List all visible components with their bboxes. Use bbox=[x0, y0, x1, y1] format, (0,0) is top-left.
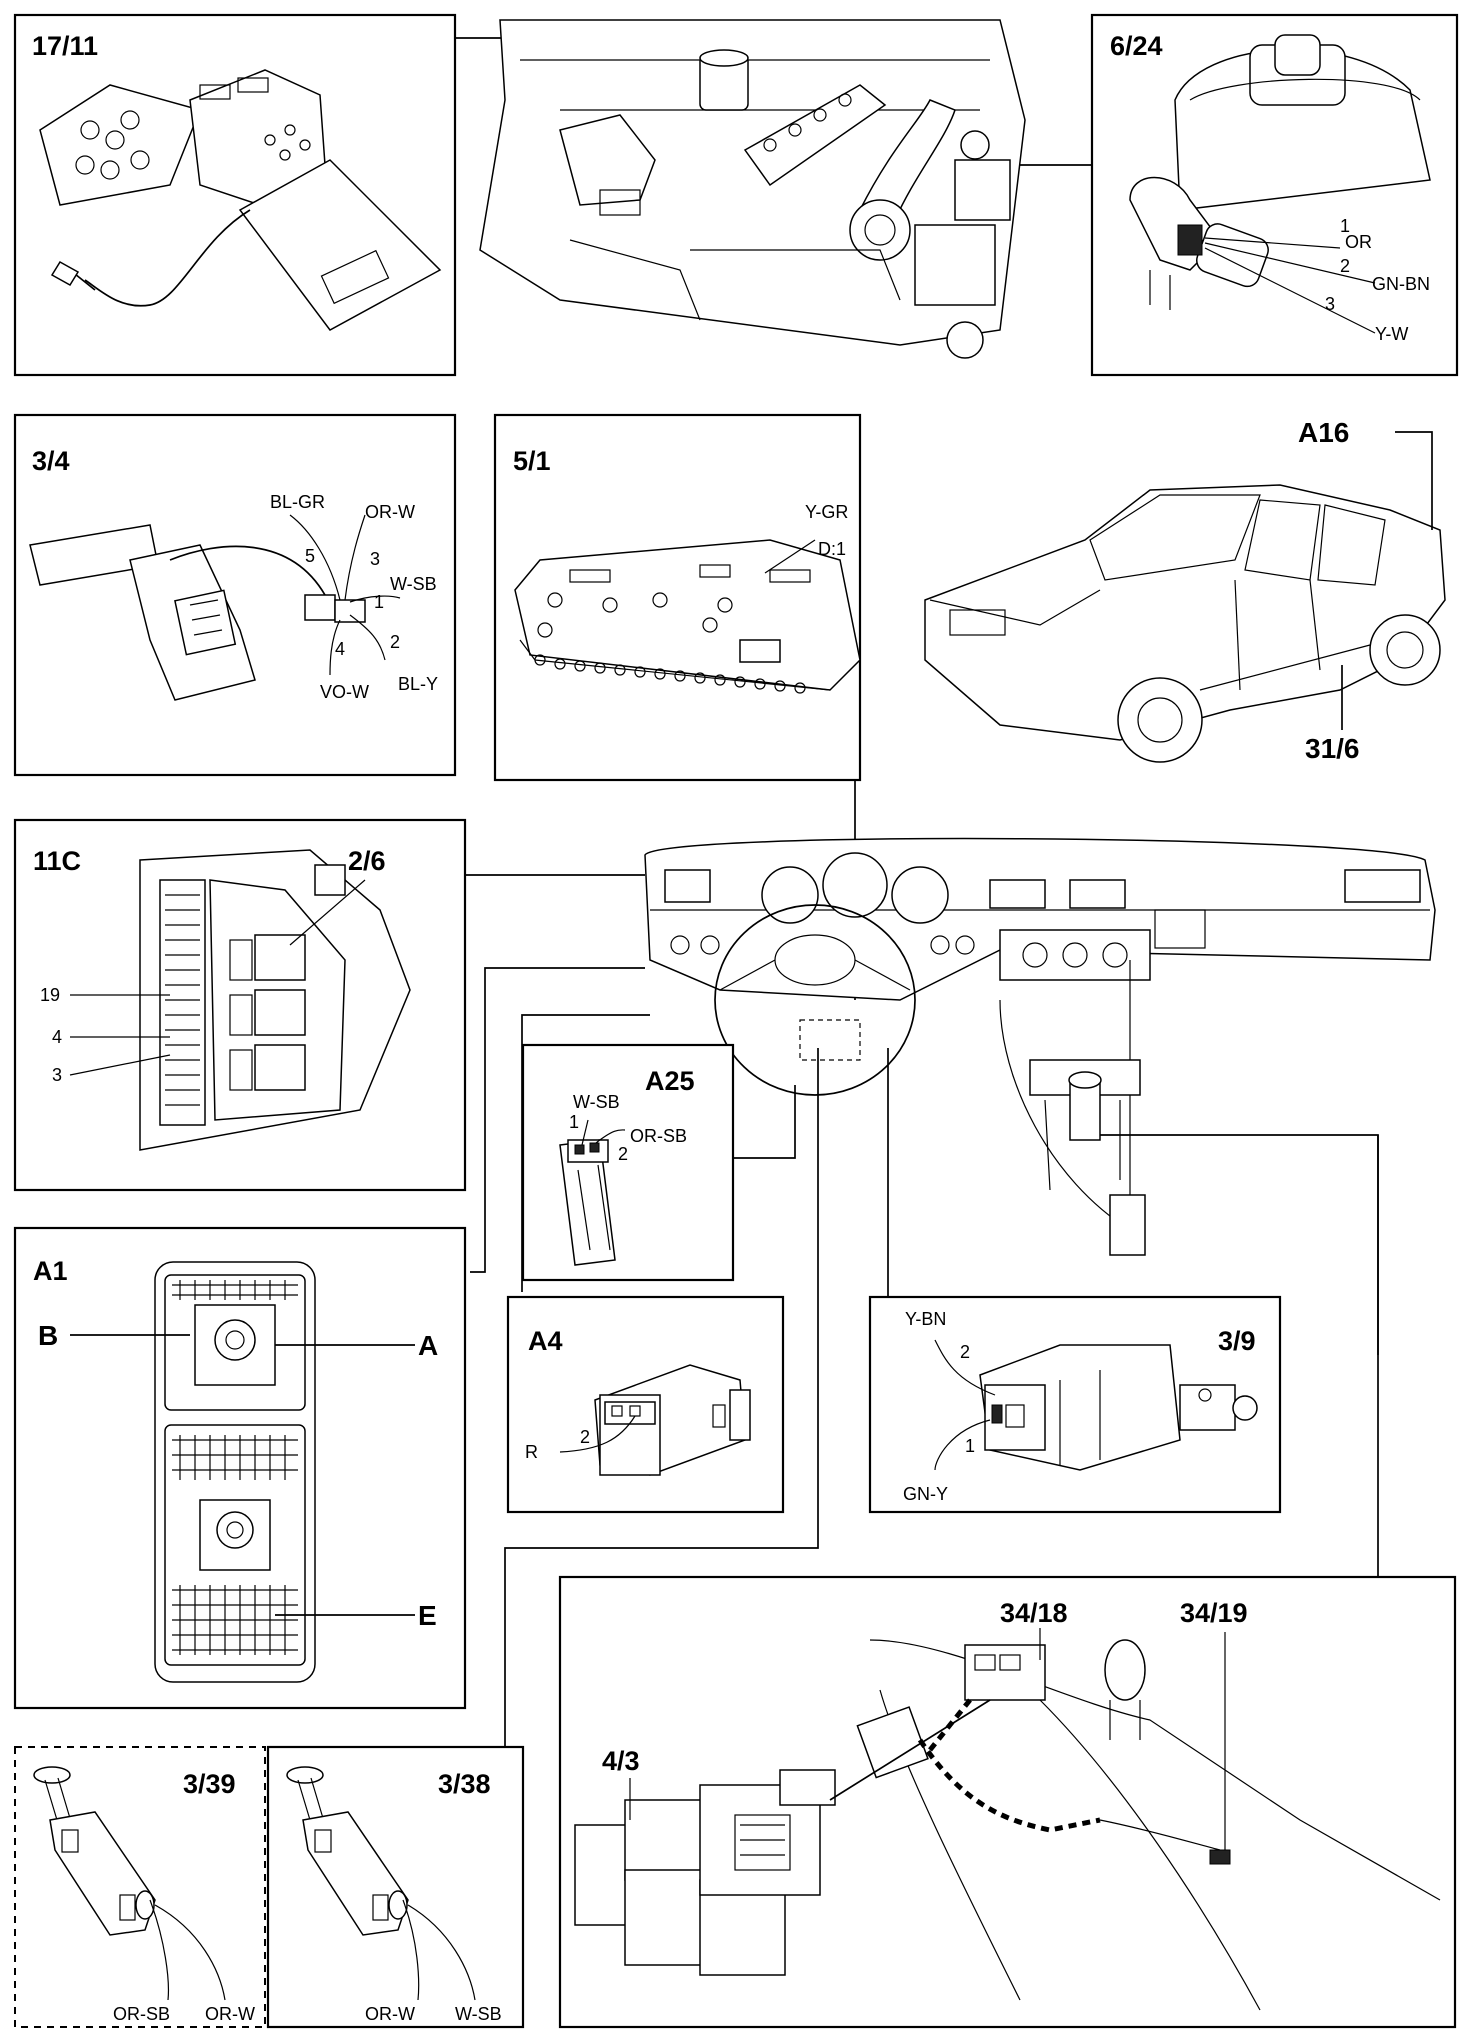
wire-or-w: OR-W bbox=[365, 502, 415, 522]
panel-title: 3/9 bbox=[1218, 1326, 1256, 1356]
pin-4: 4 bbox=[335, 639, 345, 659]
car-illustration bbox=[924, 484, 1446, 763]
panel-11c: 11C 2/6 19 4 3 bbox=[13, 818, 467, 1192]
panel-title: 6/24 bbox=[1110, 31, 1163, 61]
wire-color-or: OR bbox=[1345, 232, 1372, 252]
panel-title-4-3: 4/3 bbox=[602, 1746, 640, 1776]
wire-w-sb: W-SB bbox=[390, 574, 437, 594]
pin-5: 5 bbox=[305, 546, 315, 566]
fuse-19: 19 bbox=[40, 985, 60, 1005]
wire-2 bbox=[1204, 242, 1376, 284]
connector-d1: D:1 bbox=[818, 539, 846, 559]
a25-connector-illustration bbox=[559, 1139, 616, 1266]
engine-bay-illustration bbox=[479, 19, 1026, 359]
panel-title: 17/11 bbox=[32, 31, 98, 61]
panel-6-24: 6/24 1 OR 2 GN-BN 3 Y-W bbox=[1090, 13, 1459, 377]
fuse-3: 3 bbox=[52, 1065, 62, 1085]
wire-y-bn: Y-BN bbox=[905, 1309, 946, 1329]
pin-1: 1 bbox=[965, 1436, 975, 1456]
wire-r: R bbox=[525, 1442, 538, 1462]
wire-w-sb: W-SB bbox=[455, 2004, 502, 2024]
instrument-cluster-illustration bbox=[514, 539, 861, 694]
pin-2: 2 bbox=[618, 1144, 628, 1164]
panel-title: A4 bbox=[528, 1326, 563, 1356]
panel-title-34-19: 34/19 bbox=[1180, 1598, 1248, 1628]
pin-group-e: E bbox=[418, 1600, 437, 1631]
wire-1 bbox=[1204, 237, 1341, 249]
panel-title-2-6: 2/6 bbox=[348, 846, 386, 876]
switch-3-38-illustration bbox=[286, 1766, 409, 1936]
panel-title: A1 bbox=[33, 1256, 68, 1286]
panel-3-4: 3/4 BL-GR OR-W W-SB BL-Y VO-W 5 3 1 2 4 bbox=[13, 413, 457, 777]
wire-or-w: OR-W bbox=[205, 2004, 255, 2024]
distributor-illustration bbox=[1129, 34, 1431, 310]
fuse-4: 4 bbox=[52, 1027, 62, 1047]
panel-3-39: 3/39 OR-SB OR-W bbox=[14, 1746, 266, 2028]
relay-bracket-illustration bbox=[39, 69, 442, 331]
console-illustration bbox=[574, 1639, 1441, 2011]
wire-or-sb: OR-SB bbox=[113, 2004, 170, 2024]
panel-title: 5/1 bbox=[513, 446, 551, 476]
panel-a25: A25 W-SB 1 OR-SB 2 bbox=[521, 1043, 735, 1282]
panel-3-9: 3/9 Y-BN 2 1 GN-Y bbox=[868, 1295, 1282, 1514]
pin-2: 2 bbox=[1340, 256, 1350, 276]
wire-y-gr: Y-GR bbox=[805, 502, 848, 522]
pin-3: 3 bbox=[1325, 294, 1335, 314]
panel-title: 3/38 bbox=[438, 1769, 491, 1799]
panel-title: A25 bbox=[645, 1066, 695, 1096]
wire-color-gn-bn: GN-BN bbox=[1372, 274, 1430, 294]
label-a16: A16 bbox=[1298, 417, 1349, 448]
wire-bl-y: BL-Y bbox=[398, 674, 438, 694]
brake-switch-illustration bbox=[979, 1344, 1258, 1471]
pin-3: 3 bbox=[370, 549, 380, 569]
ecu-connector-illustration bbox=[154, 1261, 316, 1683]
wire-w-sb: W-SB bbox=[573, 1092, 620, 1112]
panel-title-34-18: 34/18 bbox=[1000, 1598, 1068, 1628]
wire-or-w: OR-W bbox=[365, 2004, 415, 2024]
wire-vo-w: VO-W bbox=[320, 682, 369, 702]
pin-1: 1 bbox=[569, 1112, 579, 1132]
wire-or-sb: OR-SB bbox=[630, 1126, 687, 1146]
wire-3 bbox=[1204, 247, 1376, 334]
panel-title: 11C bbox=[33, 846, 81, 876]
switch-3-39-illustration bbox=[33, 1766, 156, 1936]
panel-a1: A1 B A E bbox=[13, 1226, 467, 1710]
pin-2: 2 bbox=[580, 1427, 590, 1447]
a16-leader bbox=[1395, 431, 1433, 530]
panel-a4: A4 R 2 bbox=[506, 1295, 785, 1514]
wire-gn-y: GN-Y bbox=[903, 1484, 948, 1504]
panel-console: 34/18 34/19 4/3 bbox=[558, 1575, 1457, 2029]
panel-title: 3/4 bbox=[32, 446, 70, 476]
pin-group-a: A bbox=[418, 1330, 438, 1361]
pin-1: 1 bbox=[1340, 216, 1350, 236]
stalk-switch-illustration bbox=[29, 524, 366, 701]
pin-2: 2 bbox=[960, 1342, 970, 1362]
wire-bl-gr: BL-GR bbox=[270, 492, 325, 512]
panel-5-1: 5/1 Y-GR D:1 bbox=[493, 413, 862, 782]
pin-1: 1 bbox=[374, 592, 384, 612]
panel-3-38: 3/38 OR-W W-SB bbox=[266, 1745, 525, 2029]
pin-group-b: B bbox=[38, 1320, 58, 1351]
panel-17-11: 17/11 bbox=[13, 13, 457, 377]
dashboard-illustration bbox=[644, 837, 1436, 1256]
pin-2: 2 bbox=[390, 632, 400, 652]
label-31-6: 31/6 bbox=[1305, 733, 1360, 764]
fuse-box-illustration bbox=[139, 849, 411, 1151]
wire-color-y-w: Y-W bbox=[1375, 324, 1408, 344]
a4-connector-illustration bbox=[594, 1364, 751, 1476]
panel-title: 3/39 bbox=[183, 1769, 236, 1799]
